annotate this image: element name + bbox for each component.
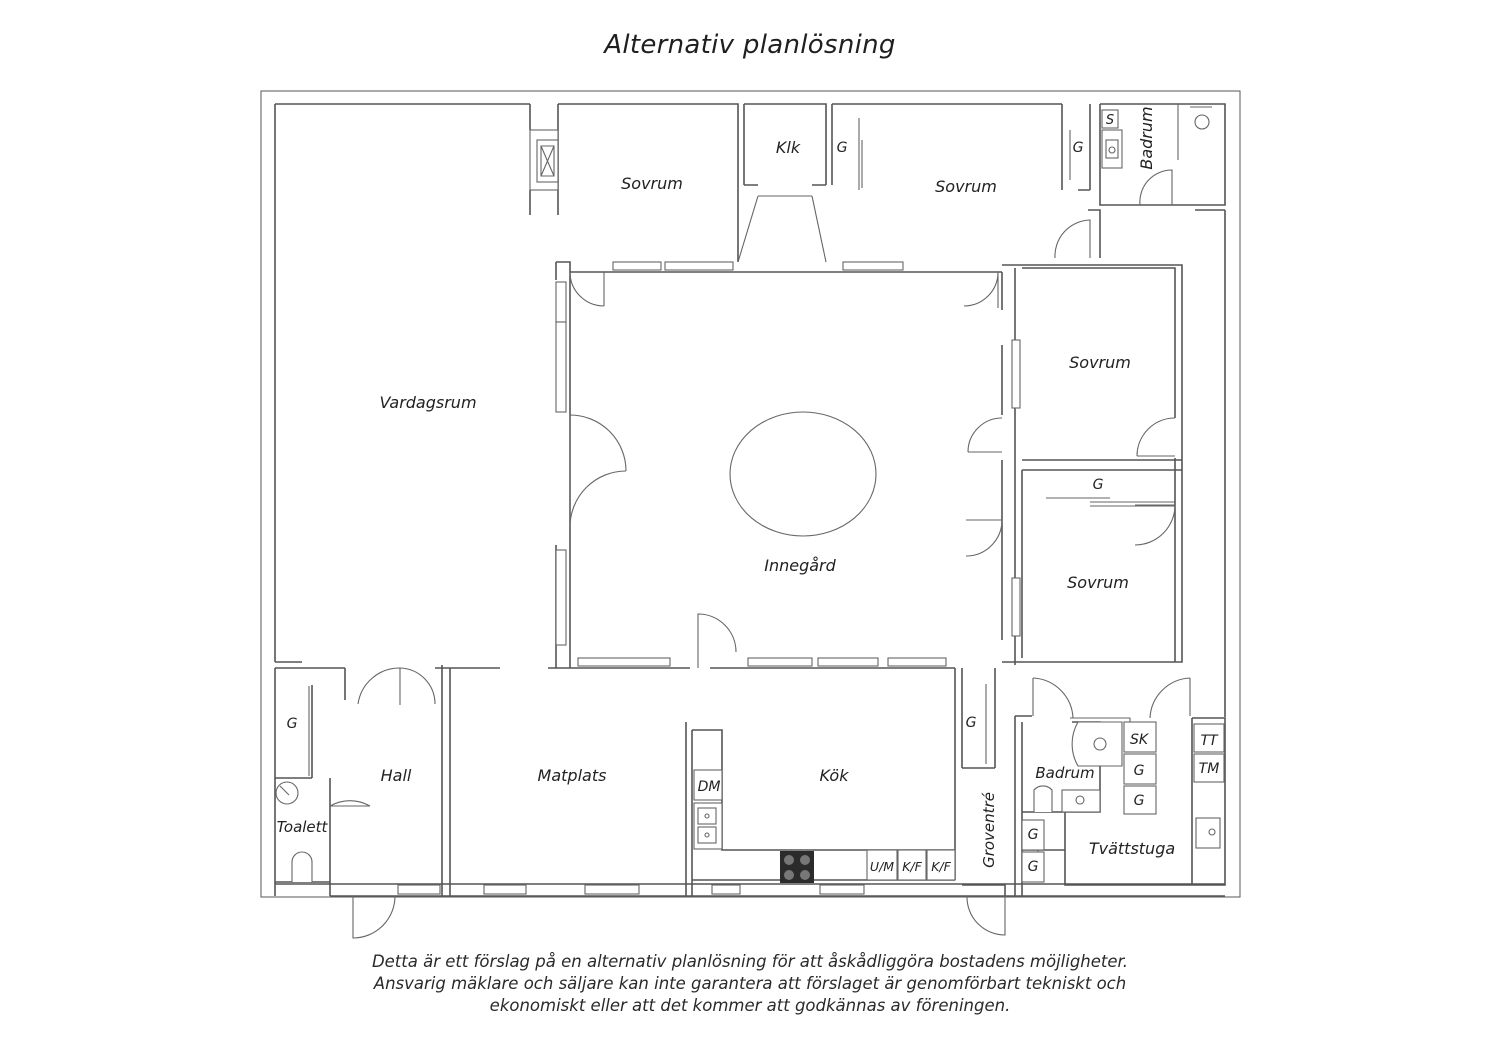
label-tvattstuga: Tvättstuga [1089,839,1175,858]
label-tt: TT [1200,733,1219,749]
label-g-tvatt-2: G [1028,859,1039,875]
label-badrum-2: Badrum [1035,764,1094,782]
label-sovrum-3: Sovrum [1069,353,1131,372]
label-g-hall: G [287,716,298,732]
label-hall: Hall [381,766,412,785]
label-g-badrum-1: G [1134,763,1145,779]
fixture-labels: G G S G G G DM SK G G G G TT TM U/M K/F … [287,113,1220,875]
walls [274,103,1226,897]
label-sovrum-2: Sovrum [935,177,997,196]
label-sovrum-4: Sovrum [1067,573,1129,592]
label-tm: TM [1199,761,1220,777]
label-innegard: Innegård [764,556,836,575]
badrum-lower-fixtures [1021,717,1225,883]
label-g-groventre: G [966,715,977,731]
label-g-sovrum2-left: G [837,140,848,156]
toalett-fixtures [275,781,313,882]
label-kf-2: K/F [931,859,951,874]
badrum-top-fixtures [1101,104,1212,169]
disclaimer-line-1: Detta är ett förslag på en alternativ pl… [371,952,1129,971]
label-toalett: Toalett [277,818,329,836]
label-groventre: Groventré [980,792,998,868]
label-badrum-1: Badrum [1137,106,1156,169]
label-klk: Klk [776,138,801,157]
label-g-tvatt-1: G [1028,827,1039,843]
label-g-sovrum-wardrobe: G [1093,477,1104,493]
label-g-badrum-2: G [1134,793,1145,809]
label-vardagsrum: Vardagsrum [379,393,476,412]
windows [397,261,1021,895]
label-kok: Kök [820,766,850,785]
courtyard-circle [729,411,877,537]
doors [308,118,1191,939]
disclaimer-line-3: ekonomiskt eller att det kommer att godk… [489,996,1011,1015]
disclaimer-line-2: Ansvarig mäklare och säljare kan inte ga… [373,974,1127,993]
page-title: Alternativ planlösning [604,30,896,60]
label-kf-1: K/F [902,859,922,874]
label-matplats: Matplats [538,766,607,785]
label-dm: DM [698,779,721,795]
label-s: S [1106,113,1114,128]
label-sovrum-1: Sovrum [621,174,683,193]
label-um: U/M [870,859,894,874]
label-sk: SK [1130,732,1150,748]
kok-fixtures [693,769,956,883]
label-g-sovrum2-right: G [1073,140,1084,156]
room-labels: Vardagsrum Sovrum Klk Sovrum Badrum Inne… [277,106,1176,868]
outer-boundary [260,90,1241,898]
fireplace [529,129,559,191]
